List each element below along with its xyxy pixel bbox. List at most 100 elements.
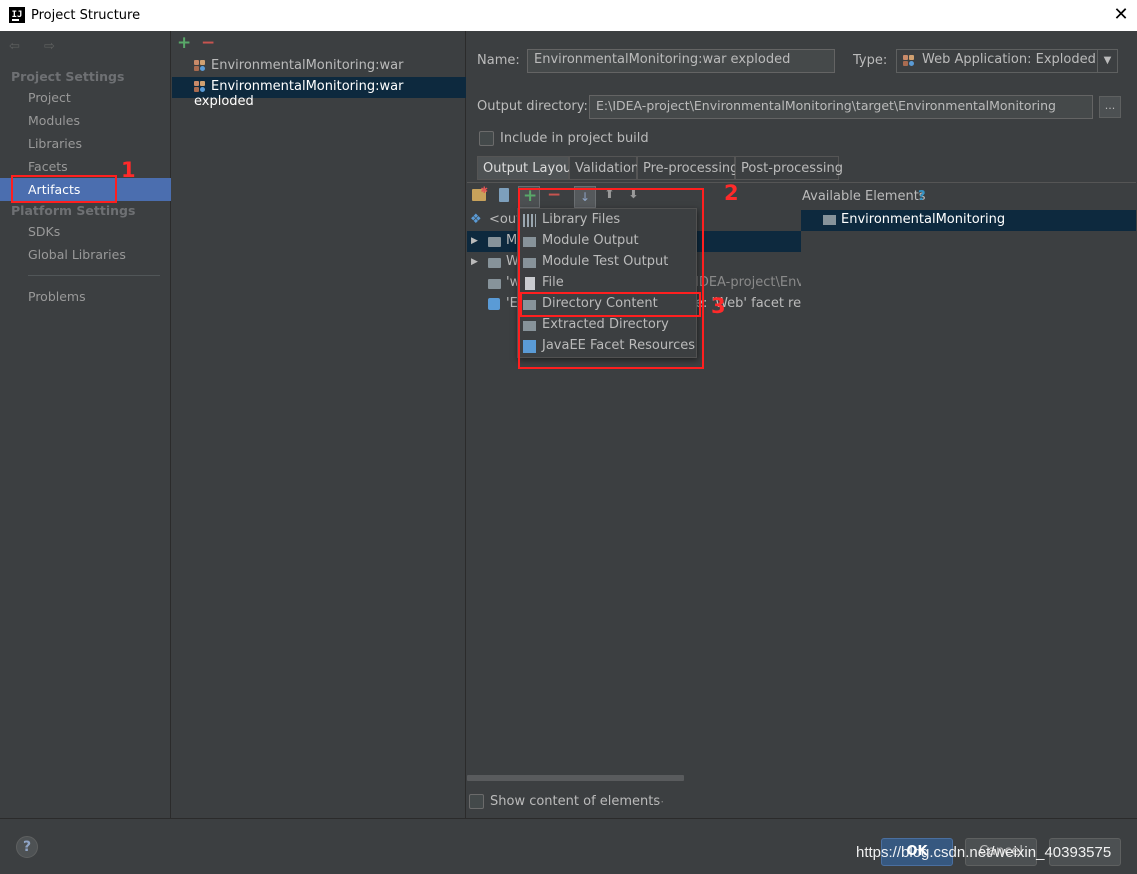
section-platform-settings: Platform Settings [11,203,136,218]
sidebar-item-problems[interactable]: Problems [28,289,86,304]
ok-button[interactable]: OK [881,838,953,866]
menu-item-label: Directory Content [542,296,658,311]
output-directory-field[interactable]: E:\IDEA-project\EnvironmentalMonitoring\… [589,95,1093,119]
horizontal-scrollbar[interactable] [467,775,684,781]
output-directory-label: Output directory: [477,99,588,114]
tab-pre-processing[interactable]: Pre-processing [637,156,738,180]
menu-item-label: JavaEE Facet Resources [542,338,696,353]
add-element-popup: Library Files Module Output Module Test … [517,208,697,358]
menu-item-extracted-directory[interactable]: Extracted Directory [518,315,696,336]
menu-item-javaee-facet-resources[interactable]: JavaEE Facet Resources [518,336,696,357]
move-up-icon[interactable]: ⬆ [604,187,615,202]
web-app-icon [903,55,916,68]
type-label: Type: [853,53,888,68]
menu-item-library-files[interactable]: Library Files [518,210,696,231]
archive-icon[interactable] [499,188,509,202]
name-label: Name: [477,53,520,68]
folder-icon [488,279,501,289]
extracted-directory-icon [523,321,536,331]
menu-item-label: File [542,275,564,290]
artifact-label: EnvironmentalMonitoring:war exploded [194,79,404,109]
module-folder-icon [823,215,836,225]
sort-icon[interactable]: ↓ [574,186,596,208]
expand-arrow-icon[interactable]: ▶ [471,236,478,246]
folder-icon [523,237,536,247]
sidebar-item-artifacts[interactable]: Artifacts [0,178,171,201]
war-exploded-artifact-icon [194,81,207,94]
file-icon [525,277,535,290]
include-build-label: Include in project build [500,131,649,146]
tree-row-facet-resources[interactable]: 'E e: 'Web' facet res [467,294,801,315]
annotation-box-1 [11,175,117,203]
tree-row-w[interactable]: ▶ W [467,252,801,273]
watermark: https://blog.csdn.net/weixin_40393575 [856,844,1112,861]
move-down-icon[interactable]: ⬇ [628,187,639,202]
sidebar-item-global-libraries[interactable]: Global Libraries [28,247,126,262]
include-build-checkbox[interactable] [479,131,494,146]
artifact-item-war-exploded[interactable]: EnvironmentalMonitoring:war exploded [172,77,466,109]
folder-icon [488,258,501,268]
show-content-label: Show content of elements [490,794,661,809]
type-value: Web Application: Exploded [922,52,1096,67]
type-select[interactable]: Web Application: Exploded ▼ [896,49,1118,73]
intellij-logo-icon: IJ [9,7,25,23]
expand-arrow-icon[interactable]: ▶ [471,257,478,267]
chevron-down-icon[interactable]: ▼ [1097,50,1117,72]
folder-icon [523,300,536,310]
war-artifact-icon [194,60,207,73]
sidebar [0,31,171,818]
close-icon[interactable]: ✕ [1113,4,1129,25]
facet-icon [523,340,536,353]
help-icon[interactable]: ? [918,189,926,204]
back-forward-icon[interactable]: ⇦ ⇨ [9,39,65,54]
available-item-module[interactable]: EnvironmentalMonitoring [801,210,1136,231]
artifact-label: EnvironmentalMonitoring:war [211,58,404,73]
tab-post-processing[interactable]: Post-processing [735,156,843,180]
cancel-button[interactable]: Cancel [965,838,1037,866]
help-button[interactable]: ? [16,836,38,858]
tree-label: 'w [506,275,521,290]
name-field[interactable]: EnvironmentalMonitoring:war exploded [527,49,835,73]
artifact-item-war[interactable]: EnvironmentalMonitoring:war [172,56,466,77]
menu-item-file[interactable]: File [518,273,696,294]
ellipsis-icon[interactable]: ⋯ [653,795,664,808]
folder-icon [523,258,536,268]
menu-item-label: Library Files [542,212,621,227]
tree-label-path: IDEA-project\Envir [695,275,801,290]
tree-row-output-root[interactable]: ❖ <out [467,210,801,231]
annotation-box-2 [518,188,704,369]
sidebar-item-project[interactable]: Project [28,90,71,105]
menu-item-module-test-output[interactable]: Module Test Output [518,252,696,273]
annotation-number-1: 1 [121,158,136,182]
tab-output-layout[interactable]: Output Layout [477,156,576,180]
tree-label-tail: e: 'Web' facet res [695,296,801,311]
menu-item-module-output[interactable]: Module Output [518,231,696,252]
artifact-list-panel [172,31,466,818]
section-project-settings: Project Settings [11,69,125,84]
annotation-box-3 [520,292,701,317]
tree-label: W [506,254,519,269]
apply-button[interactable] [1049,838,1121,866]
sidebar-item-modules[interactable]: Modules [28,113,80,128]
tree-label: 'E [506,296,518,311]
library-icon [523,214,536,227]
sidebar-item-facets[interactable]: Facets [28,159,68,174]
browse-button[interactable]: ... [1099,96,1121,118]
add-element-button[interactable]: + [518,186,540,208]
show-content-checkbox[interactable] [469,794,484,809]
menu-item-directory-content[interactable]: Directory Content [518,294,696,315]
tab-validation[interactable]: Validation [569,156,639,180]
available-elements-label: Available Elements [802,189,926,204]
sidebar-item-sdks[interactable]: SDKs [28,224,61,239]
new-folder-icon[interactable]: ✱ [472,186,488,201]
sidebar-item-libraries[interactable]: Libraries [28,136,82,151]
tree-row-directory-content[interactable]: 'w IDEA-project\Envir [467,273,801,294]
remove-element-icon[interactable]: − [547,185,562,205]
annotation-number-3: 3 [711,294,726,318]
facet-icon [488,298,500,310]
folder-icon [488,237,501,247]
add-artifact-icon[interactable]: + [177,33,192,53]
tree-label: <out [489,212,522,227]
remove-artifact-icon[interactable]: − [201,33,216,53]
output-root-icon: ❖ [470,212,482,227]
